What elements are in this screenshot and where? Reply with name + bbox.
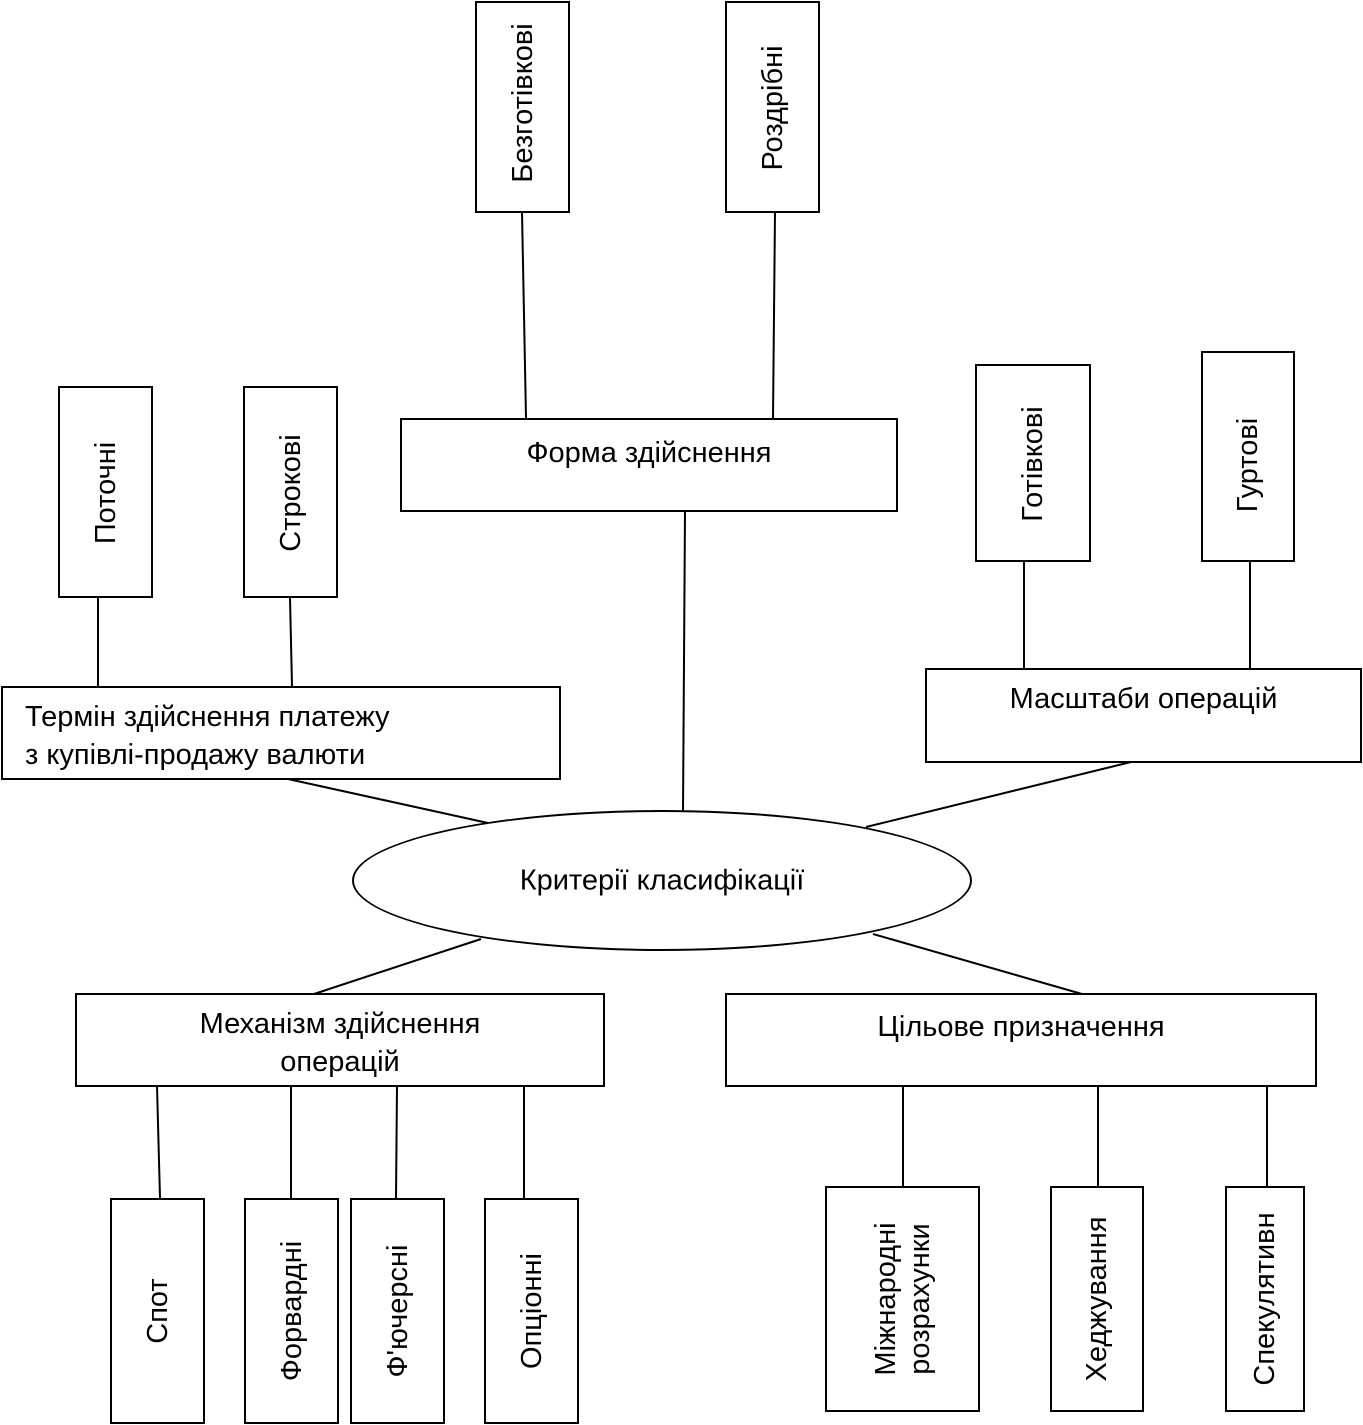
node-mizhnarodni-line1: Міжнародні bbox=[869, 1222, 902, 1376]
node-strokovi: Строкові bbox=[243, 386, 338, 598]
connector-forma-bezgotivkovi bbox=[521, 211, 527, 419]
node-gotivkovi-label: Готівкові bbox=[1017, 406, 1049, 522]
node-forma-label: Форма здійснення bbox=[526, 437, 772, 469]
node-tsilove: Цільове призначення bbox=[725, 993, 1317, 1087]
connector-center-tsilove bbox=[872, 933, 1083, 995]
node-tsilove-label: Цільове призначення bbox=[877, 1011, 1165, 1043]
node-rozdribni-label: Роздрібні bbox=[756, 45, 789, 171]
node-mizhnarodni-rozrakhunky: Міжнародні розрахунки bbox=[825, 1186, 980, 1412]
node-masshtaby-label: Масштаби операцій bbox=[1009, 683, 1278, 715]
node-strokovi-label: Строкові bbox=[274, 434, 307, 552]
connector-termin-strokovi bbox=[289, 597, 293, 687]
node-forvardni: Форвардні bbox=[244, 1198, 339, 1424]
connector-center-mekhanizm bbox=[313, 938, 482, 995]
connector-termin-center bbox=[287, 778, 489, 824]
node-spot-label: Спот bbox=[141, 1278, 174, 1344]
node-termin-line2: з купівлі-продажу валюти bbox=[25, 739, 366, 771]
node-termin: Термін здійснення платежу з купівлі-прод… bbox=[1, 686, 561, 780]
node-fiuchersni-label: Ф'ючерсні bbox=[381, 1244, 414, 1378]
node-potochni-label: Поточні bbox=[89, 441, 122, 545]
connector-forma-center bbox=[682, 509, 686, 813]
node-gurtovi-label: Гуртові bbox=[1232, 417, 1264, 513]
connector-forma-rozdribni bbox=[772, 211, 776, 419]
connector-mekhanizm-spot bbox=[156, 1085, 161, 1199]
node-optsionni-label: Опціонні bbox=[515, 1253, 548, 1369]
node-rozdribni: Роздрібні bbox=[725, 1, 820, 213]
node-spekuliatyvni: Спекулятивн bbox=[1225, 1186, 1305, 1412]
node-mizhnarodni-line2: розрахунки bbox=[903, 1223, 936, 1375]
node-center-label: Критерії класифікації bbox=[519, 864, 805, 896]
node-kryterii-klasyfikatsii: Критерії класифікації bbox=[352, 810, 972, 951]
connector-mekhanizm-fiuchersni bbox=[395, 1085, 398, 1199]
node-khedzhuvannia-label: Хеджування bbox=[1081, 1216, 1113, 1382]
node-fiuchersni: Ф'ючерсні bbox=[350, 1198, 445, 1424]
node-gotivkovi: Готівкові bbox=[975, 364, 1091, 562]
node-mekhanizm-line1: Механізм здійснення bbox=[199, 1008, 481, 1040]
node-optsionni: Опціонні bbox=[484, 1198, 579, 1424]
node-forma-zdiisnennia: Форма здійснення bbox=[400, 418, 898, 512]
node-khedzhuvannia: Хеджування bbox=[1050, 1186, 1144, 1412]
node-mekhanizm: Механізм здійснення операцій bbox=[75, 993, 605, 1087]
connector-masshtaby-center bbox=[865, 761, 1132, 828]
node-bezgotivkovi: Безготівкові bbox=[475, 1, 570, 213]
node-masshtaby: Масштаби операцій bbox=[925, 668, 1362, 763]
node-gurtovi: Гуртові bbox=[1201, 351, 1295, 562]
node-spot: Спот bbox=[110, 1198, 205, 1424]
node-potochni: Поточні bbox=[58, 386, 153, 598]
node-termin-line1: Термін здійснення платежу bbox=[25, 701, 390, 733]
node-bezgotivkovi-label: Безготівкові bbox=[506, 23, 539, 183]
node-spekuliatyvni-label: Спекулятивн bbox=[1249, 1212, 1281, 1386]
node-forvardni-label: Форвардні bbox=[275, 1240, 308, 1382]
node-mekhanizm-line2: операцій bbox=[280, 1046, 400, 1078]
